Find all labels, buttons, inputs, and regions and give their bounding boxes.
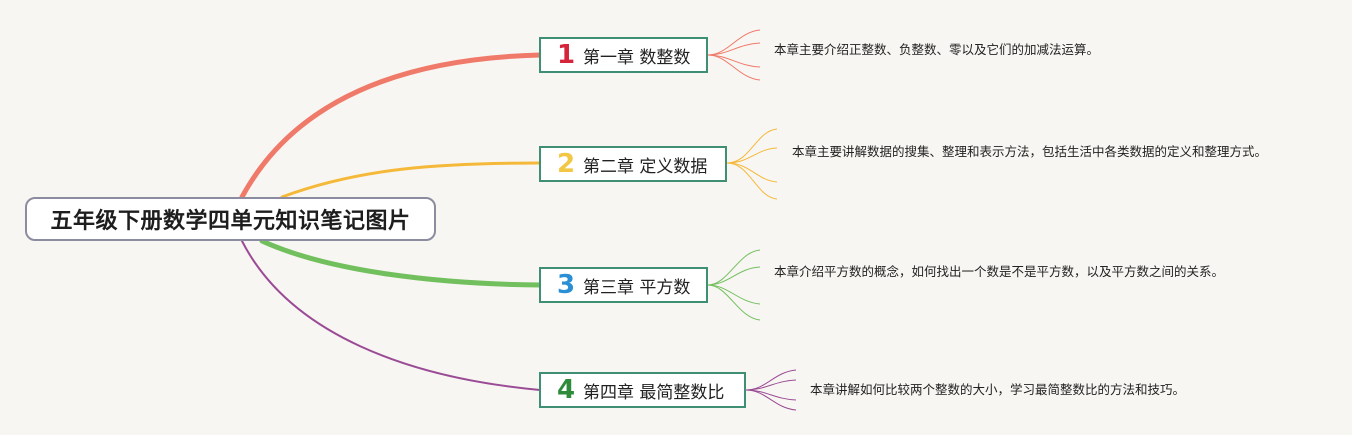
chapter-number-badge: 2 <box>557 149 576 179</box>
chapter-note-2: 本章主要讲解数据的搜集、整理和表示方法，包括生活中各类数据的定义和整理方式。 <box>792 144 1268 159</box>
fan-chapter1 <box>707 29 761 81</box>
chapter-title: 第二章 定义数据 <box>583 156 708 177</box>
chapter-node-2[interactable]: 2 第二章 定义数据 <box>539 146 727 182</box>
chapter-number-badge: 1 <box>557 40 576 70</box>
root-topic-title: 五年级下册数学四单元知识笔记图片 <box>50 209 411 234</box>
chapter-title: 第四章 最简整数比 <box>583 382 725 403</box>
chapter-node-4[interactable]: 4 第四章 最简整数比 <box>539 372 746 408</box>
root-topic[interactable]: 五年级下册数学四单元知识笔记图片 <box>25 197 436 241</box>
chapter-title: 第一章 数整数 <box>583 47 691 68</box>
chapter-number-badge: 4 <box>557 375 576 405</box>
fan-chapter4 <box>745 369 797 411</box>
fan-chapter3 <box>707 249 761 321</box>
chapter-note-1: 本章主要介绍正整数、负整数、零以及它们的加减法运算。 <box>774 42 1100 57</box>
branch-line-chapter2 <box>280 161 542 199</box>
chapter-title: 第三章 平方数 <box>583 277 691 298</box>
fan-chapter2 <box>726 128 778 200</box>
chapter-note-3: 本章介绍平方数的概念，如何找出一个数是不是平方数，以及平方数之间的关系。 <box>774 264 1225 279</box>
chapter-number-badge: 3 <box>557 270 576 300</box>
chapter-node-1[interactable]: 1 第一章 数整数 <box>539 37 708 73</box>
branch-line-chapter3 <box>259 238 543 288</box>
branch-line-chapter1 <box>239 52 543 200</box>
chapter-note-4: 本章讲解如何比较两个整数的大小，学习最简整数比的方法和技巧。 <box>810 382 1186 397</box>
chapter-node-3[interactable]: 3 第三章 平方数 <box>539 267 708 303</box>
branch-line-chapter4 <box>241 240 541 391</box>
